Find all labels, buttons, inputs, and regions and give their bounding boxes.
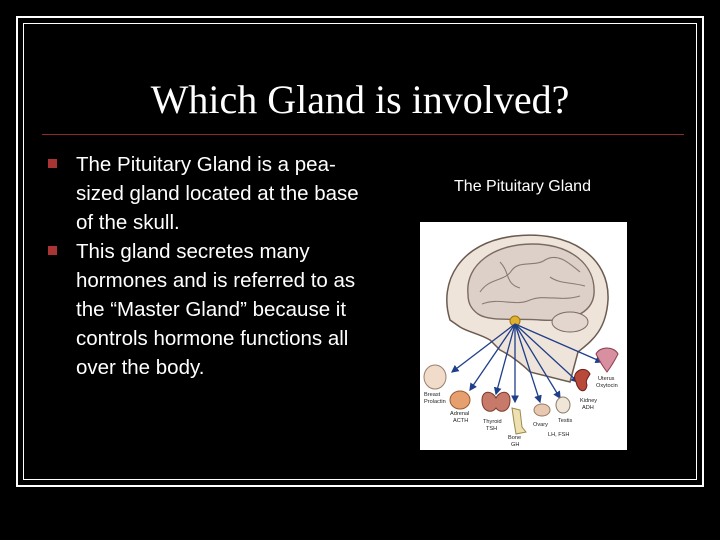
label-thyroid: Thyroid [483, 419, 502, 425]
label-tsh: TSH [486, 426, 497, 432]
label-oxytocin: Oxytocin [596, 383, 618, 389]
label-ovary: Ovary [533, 422, 548, 428]
bullet-text: This gland secretes many hormones and is… [76, 240, 356, 379]
cerebellum-icon [551, 311, 589, 333]
testis-icon [555, 396, 571, 414]
bone-icon [511, 407, 527, 435]
ovary-icon [533, 403, 551, 417]
breast-icon [423, 364, 447, 390]
hormone-arrows [450, 323, 604, 404]
label-bone: Bone [508, 435, 521, 441]
bullet-square-icon [48, 159, 57, 168]
pituitary-diagram: Breast Prolactin Adrenal ACTH Thyroid TS… [420, 222, 627, 450]
label-gh: GH [511, 442, 519, 448]
thyroid-icon [481, 391, 511, 412]
title-divider [42, 134, 684, 135]
adrenal-icon [449, 390, 471, 410]
slide-inner-border [23, 23, 697, 480]
slide-title: Which Gland is involved? [150, 77, 570, 122]
label-lh-fsh: LH, FSH [548, 432, 569, 438]
label-uterus: Uterus [598, 376, 615, 382]
label-adh: ADH [582, 405, 594, 411]
bullet-list: The Pituitary Gland is a pea- sized glan… [48, 150, 368, 382]
label-acth: ACTH [453, 418, 468, 424]
label-breast: Breast [424, 392, 441, 398]
bullet-item: This gland secretes many hormones and is… [48, 237, 368, 382]
bullet-text: The Pituitary Gland is a pea- sized glan… [76, 153, 359, 234]
uterus-icon [595, 347, 619, 373]
label-prolactin: Prolactin [424, 399, 446, 405]
figure-caption: The Pituitary Gland [454, 178, 591, 195]
label-testis: Testis [558, 418, 573, 424]
kidney-icon [574, 369, 591, 392]
bullet-square-icon [48, 246, 57, 255]
brain-folds [479, 256, 586, 305]
label-adrenal: Adrenal [450, 411, 469, 417]
bullet-item: The Pituitary Gland is a pea- sized glan… [48, 150, 368, 237]
pituitary-diagram-svg: Breast Prolactin Adrenal ACTH Thyroid TS… [423, 234, 619, 448]
slide-outer-border [16, 16, 704, 487]
label-kidney: Kidney [580, 398, 597, 404]
